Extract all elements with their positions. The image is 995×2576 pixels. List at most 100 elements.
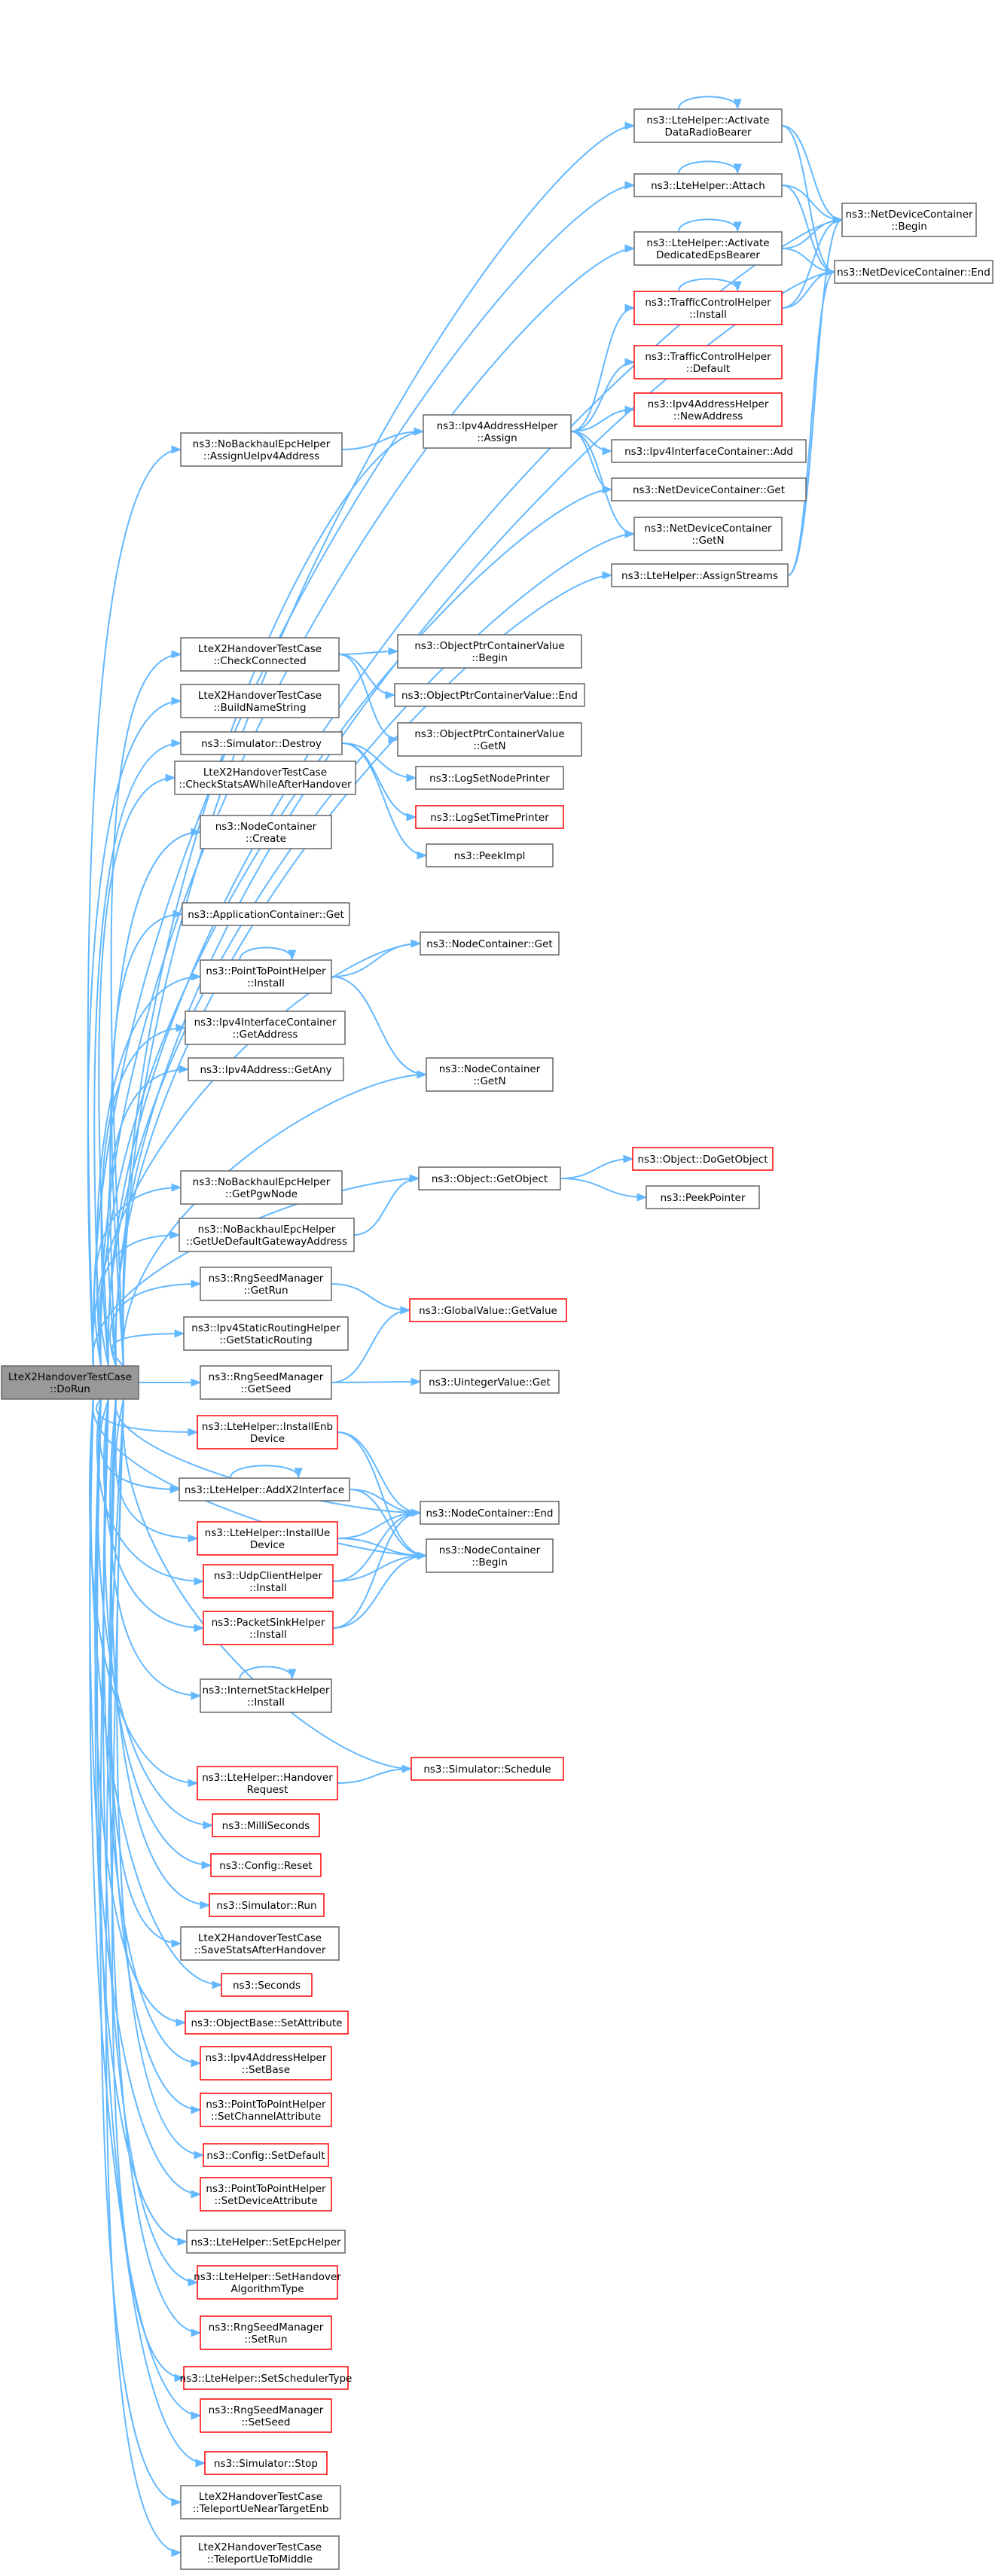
edge-ipv4h-assign-to-tch-install xyxy=(570,303,636,432)
node-tc-savestats[interactable]: LteX2HandoverTestCase::SaveStatsAfterHan… xyxy=(180,1926,340,1961)
node-psh-install[interactable]: ns3::PacketSinkHelper::Install xyxy=(203,1611,334,1645)
node-ipv4sr-getsr[interactable]: ns3::Ipv4StaticRoutingHelper::GetStaticR… xyxy=(183,1316,349,1351)
node-nc-getn[interactable]: ns3::NodeContainer::GetN xyxy=(426,1057,554,1092)
node-sim-destroy[interactable]: ns3::Simulator::Destroy xyxy=(180,731,343,755)
node-ndc-get[interactable]: ns3::NetDeviceContainer::Get xyxy=(611,477,807,501)
node-nobh-getpgw[interactable]: ns3::NoBackhaulEpcHelper::GetPgwNode xyxy=(180,1170,343,1205)
node-tc-buildname[interactable]: LteX2HandoverTestCase::BuildNameString xyxy=(180,684,340,718)
node-appc-get[interactable]: ns3::ApplicationContainer::Get xyxy=(182,902,350,926)
node-rng-setseed[interactable]: ns3::RngSeedManager::SetSeed xyxy=(200,2398,332,2433)
node-obj-getobject[interactable]: ns3::Object::GetObject xyxy=(418,1166,561,1190)
node-tc-telemid[interactable]: LteX2HandoverTestCase::TeleportUeToMiddl… xyxy=(180,2535,340,2570)
edge-nobh-assign-to-ipv4h-assign xyxy=(341,427,425,450)
node-nc-get[interactable]: ns3::NodeContainer::Get xyxy=(420,931,560,956)
node-tch-install[interactable]: ns3::TrafficControlHelper::Install xyxy=(633,291,783,325)
edge-p2p-install-to-p2p-install xyxy=(239,947,297,961)
node-label: ns3::Config::Reset xyxy=(219,1860,312,1872)
node-tch-default[interactable]: ns3::TrafficControlHelper::Default xyxy=(633,345,783,380)
node-p2p-setchan[interactable]: ns3::PointToPointHelper::SetChannelAttri… xyxy=(200,2093,332,2127)
node-nobh-getuegw[interactable]: ns3::NoBackhaulEpcHelper::GetUeDefaultGa… xyxy=(179,1218,355,1252)
node-sim-schedule[interactable]: ns3::Simulator::Schedule xyxy=(411,1757,564,1781)
node-rng-setrun[interactable]: ns3::RngSeedManager::SetRun xyxy=(200,2315,332,2350)
node-log-time[interactable]: ns3::LogSetTimePrinter xyxy=(415,805,564,829)
node-ndc-begin[interactable]: ns3::NetDeviceContainer::Begin xyxy=(841,203,977,237)
node-ipv4ic-getaddr[interactable]: ns3::Ipv4InterfaceContainer::GetAddress xyxy=(185,1011,346,1045)
node-ipv4h-setbase[interactable]: ns3::Ipv4AddressHelper::SetBase xyxy=(200,2046,332,2081)
node-ipv4a-getany[interactable]: ns3::Ipv4Address::GetAny xyxy=(188,1057,344,1081)
node-label: ns3::NoBackhaulEpcHelper xyxy=(193,1176,331,1188)
node-cfg-setdefault[interactable]: ns3::Config::SetDefault xyxy=(203,2143,329,2167)
node-ipv4h-newaddr[interactable]: ns3::Ipv4AddressHelper::NewAddress xyxy=(633,392,783,427)
node-udpc-install[interactable]: ns3::UdpClientHelper::Install xyxy=(203,1564,334,1599)
node-label: ns3::RngSeedManager xyxy=(209,2321,324,2334)
node-label: ns3::Simulator::Schedule xyxy=(423,1764,551,1776)
edge-sim-destroy-to-peekimpl xyxy=(341,742,428,860)
edge-root-to-act-deb xyxy=(99,244,636,1367)
node-attach[interactable]: ns3::LteHelper::Attach xyxy=(633,173,783,197)
edge-attach-to-attach xyxy=(677,160,742,175)
node-peekpointer[interactable]: ns3::PeekPointer xyxy=(646,1185,760,1209)
node-sim-stop[interactable]: ns3::Simulator::Stop xyxy=(204,2451,328,2475)
edge-lte-addx2-to-nc-end xyxy=(349,1489,422,1517)
node-nc-create[interactable]: ns3::NodeContainer::Create xyxy=(200,815,332,849)
node-label: ns3::NoBackhaulEpcHelper xyxy=(193,438,331,450)
edge-root-to-p2p-install xyxy=(96,972,202,1367)
node-label: ns3::LteHelper::Attach xyxy=(651,180,765,192)
node-ipv4h-assign[interactable]: ns3::Ipv4AddressHelper::Assign xyxy=(423,414,572,449)
node-p2p-setdev[interactable]: ns3::PointToPointHelper::SetDeviceAttrib… xyxy=(200,2177,332,2212)
node-ish-install[interactable]: ns3::InternetStackHelper::Install xyxy=(200,1678,332,1713)
node-log-node[interactable]: ns3::LogSetNodePrinter xyxy=(415,766,564,790)
node-tc-checkstats[interactable]: LteX2HandoverTestCase::CheckStatsAWhileA… xyxy=(174,761,356,795)
node-box xyxy=(200,2177,332,2212)
node-uint-get[interactable]: ns3::UintegerValue::Get xyxy=(420,1370,560,1394)
node-rng-getseed[interactable]: ns3::RngSeedManager::GetSeed xyxy=(200,1365,332,1400)
node-tc-checkconn[interactable]: LteX2HandoverTestCase::CheckConnected xyxy=(180,637,340,672)
node-ipv4ic-add[interactable]: ns3::Ipv4InterfaceContainer::Add xyxy=(611,439,807,463)
node-opcv-getn[interactable]: ns3::ObjectPtrContainerValue::GetN xyxy=(397,722,582,757)
node-seconds[interactable]: ns3::Seconds xyxy=(221,1973,313,1997)
node-ob-setattr[interactable]: ns3::ObjectBase::SetAttribute xyxy=(185,2010,349,2035)
node-nc-begin[interactable]: ns3::NodeContainer::Begin xyxy=(426,1538,554,1573)
node-opcv-begin[interactable]: ns3::ObjectPtrContainerValue::Begin xyxy=(397,634,582,669)
node-rng-getrun[interactable]: ns3::RngSeedManager::GetRun xyxy=(200,1267,332,1301)
node-label: ns3::LteHelper::InstallUe xyxy=(205,1527,331,1539)
node-lte-setepc[interactable]: ns3::LteHelper::SetEpcHelper xyxy=(186,2230,346,2254)
node-p2p-install[interactable]: ns3::PointToPointHelper::Install xyxy=(200,959,332,994)
node-box xyxy=(186,2230,346,2254)
node-ndc-getn[interactable]: ns3::NetDeviceContainer::GetN xyxy=(633,517,783,551)
node-lte-addx2[interactable]: ns3::LteHelper::AddX2Interface xyxy=(179,1477,350,1501)
node-act-deb[interactable]: ns3::LteHelper::ActivateDedicatedEpsBear… xyxy=(633,231,783,266)
node-cfg-reset[interactable]: ns3::Config::Reset xyxy=(210,1853,322,1877)
node-tc-telenear[interactable]: LteX2HandoverTestCase::TeleportUeNearTar… xyxy=(180,2485,341,2520)
node-box xyxy=(200,959,332,994)
node-box xyxy=(203,2143,329,2167)
node-obj-dogetobject[interactable]: ns3::Object::DoGetObject xyxy=(632,1147,774,1171)
node-lte-setsched[interactable]: ns3::LteHelper::SetSchedulerType xyxy=(180,2366,353,2390)
node-nobh-assign[interactable]: ns3::NoBackhaulEpcHelper::AssignUeIpv4Ad… xyxy=(180,432,343,467)
node-label: ns3::NodeContainer xyxy=(439,1544,541,1556)
node-label: ns3::GlobalValue::GetValue xyxy=(419,1305,557,1317)
edge-root-to-ipv4a-getany xyxy=(107,1065,190,1367)
edge-attach-to-ndc-begin xyxy=(781,184,844,224)
node-box xyxy=(633,231,783,266)
node-sim-run[interactable]: ns3::Simulator::Run xyxy=(209,1893,325,1917)
node-lte-assignstreams[interactable]: ns3::LteHelper::AssignStreams xyxy=(611,563,789,587)
node-gv-getvalue[interactable]: ns3::GlobalValue::GetValue xyxy=(409,1298,567,1322)
node-label: ns3::UdpClientHelper xyxy=(214,1570,322,1582)
node-nc-end[interactable]: ns3::NodeContainer::End xyxy=(420,1501,560,1525)
node-root[interactable]: LteX2HandoverTestCase::DoRun xyxy=(1,1365,139,1400)
node-label: ::DoRun xyxy=(50,1383,90,1395)
edge-p2p-install-to-nc-getn xyxy=(331,976,428,1079)
node-peekimpl[interactable]: ns3::PeekImpl xyxy=(426,843,554,867)
node-ndc-end[interactable]: ns3::NetDeviceContainer::End xyxy=(834,260,993,284)
node-label: LteX2HandoverTestCase xyxy=(198,2541,322,2553)
node-opcv-end[interactable]: ns3::ObjectPtrContainerValue::End xyxy=(394,683,585,707)
node-box xyxy=(633,108,783,143)
node-millis[interactable]: ns3::MilliSeconds xyxy=(212,1813,320,1837)
